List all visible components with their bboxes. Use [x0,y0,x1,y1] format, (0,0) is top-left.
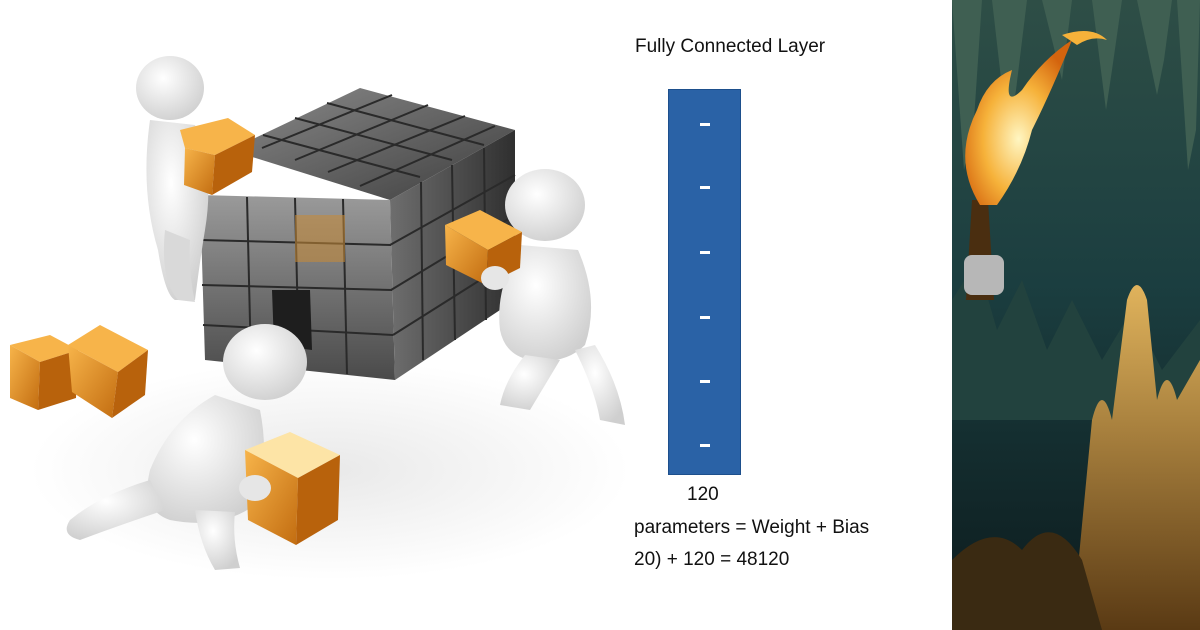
parameter-formula: parameters = Weight + Bias [634,517,870,538]
cube-assembly-art [10,56,630,580]
stalactites [952,0,1200,170]
cave-torch-art [952,0,1200,630]
torch [964,31,1107,300]
layer-title: Fully Connected Layer [635,36,826,57]
neuron-column [668,89,741,475]
golden-rocks [952,285,1200,630]
neuron-marker [700,123,710,126]
cave-torch-illustration [952,0,1200,630]
cube-assembly-illustration [10,56,630,580]
neuron-marker [700,251,710,254]
figure-right [445,169,625,425]
fully-connected-layer-diagram: Fully Connected Layer 120 parameters = W… [630,0,952,630]
figure-front [66,324,340,570]
neuron-marker [700,316,710,319]
neuron-count: 120 [687,484,719,505]
loose-cubes [10,325,148,418]
parameter-calculation: 20) + 120 = 48120 [634,549,790,570]
neuron-marker [700,186,710,189]
neuron-marker [700,380,710,383]
neuron-marker [700,444,710,447]
figure-top-left [136,56,255,302]
